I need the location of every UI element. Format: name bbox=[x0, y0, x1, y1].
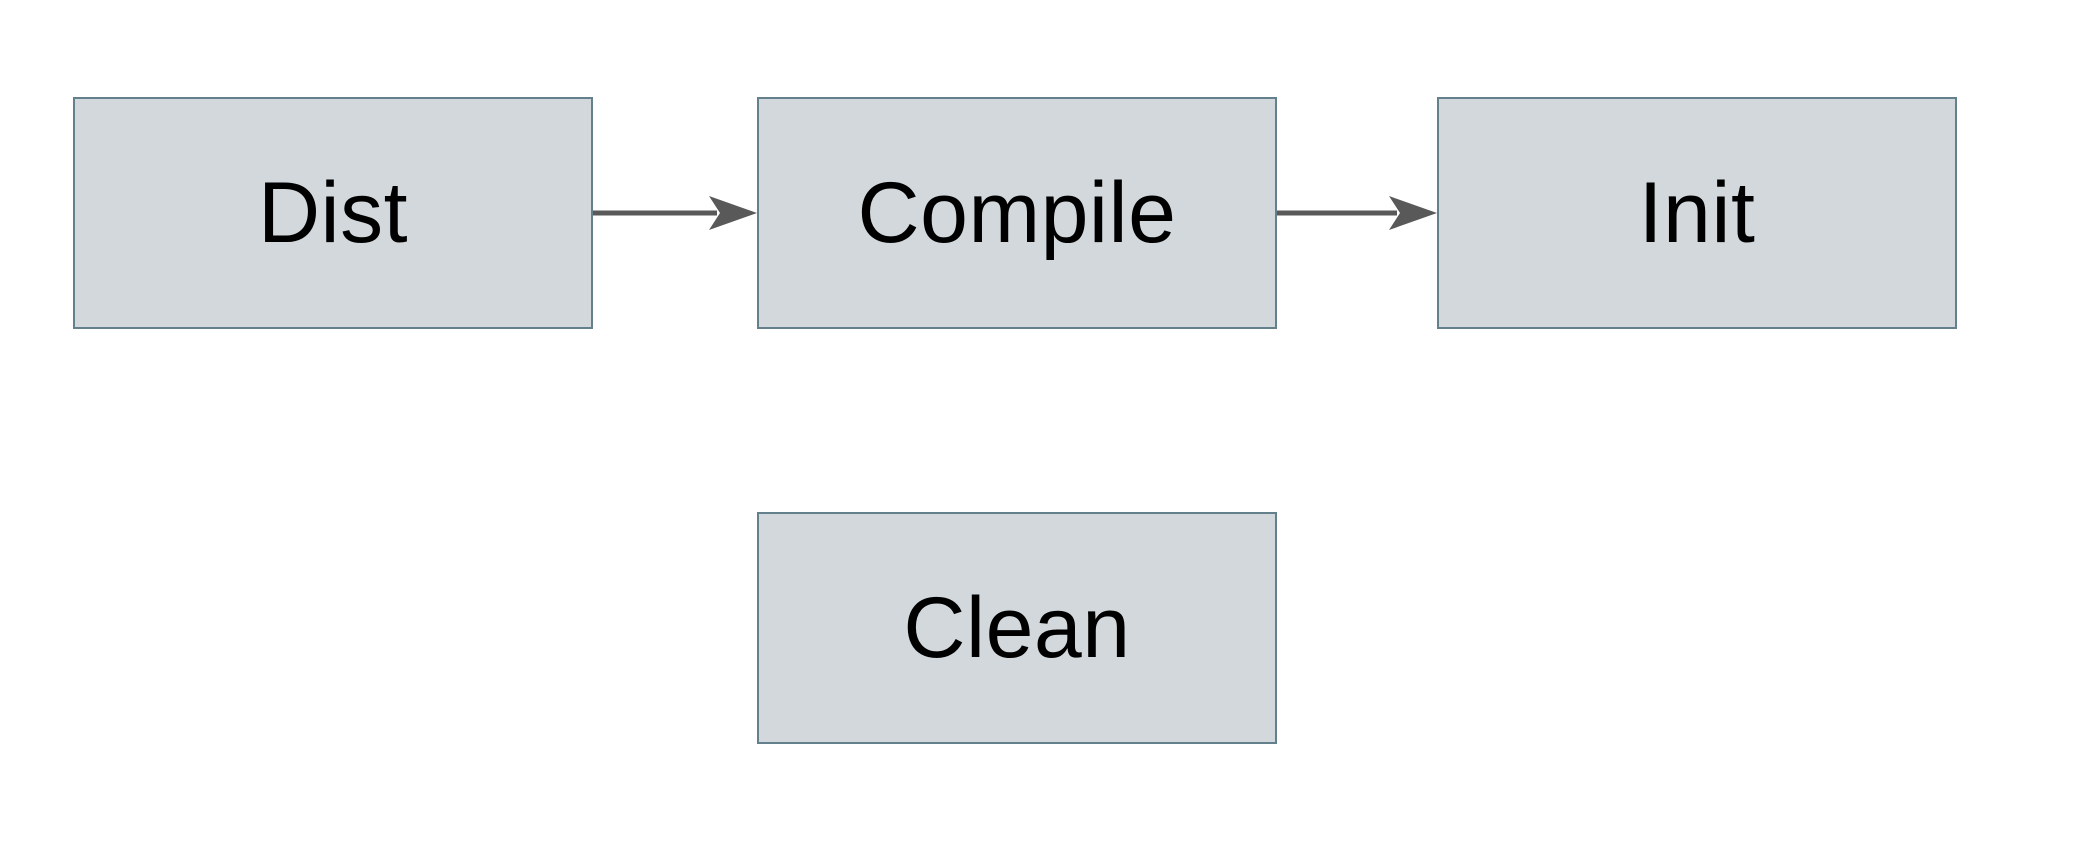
node-clean: Clean bbox=[757, 512, 1277, 744]
node-init: Init bbox=[1437, 97, 1957, 329]
node-dist: Dist bbox=[73, 97, 593, 329]
node-init-label: Init bbox=[1638, 165, 1756, 261]
node-compile-label: Compile bbox=[857, 165, 1177, 261]
node-dist-label: Dist bbox=[257, 165, 409, 261]
node-clean-label: Clean bbox=[903, 580, 1131, 676]
connector-compile-to-init-arrow-icon bbox=[1277, 196, 1437, 230]
connector-dist-to-compile-arrow-icon bbox=[593, 196, 757, 230]
node-compile: Compile bbox=[757, 97, 1277, 329]
